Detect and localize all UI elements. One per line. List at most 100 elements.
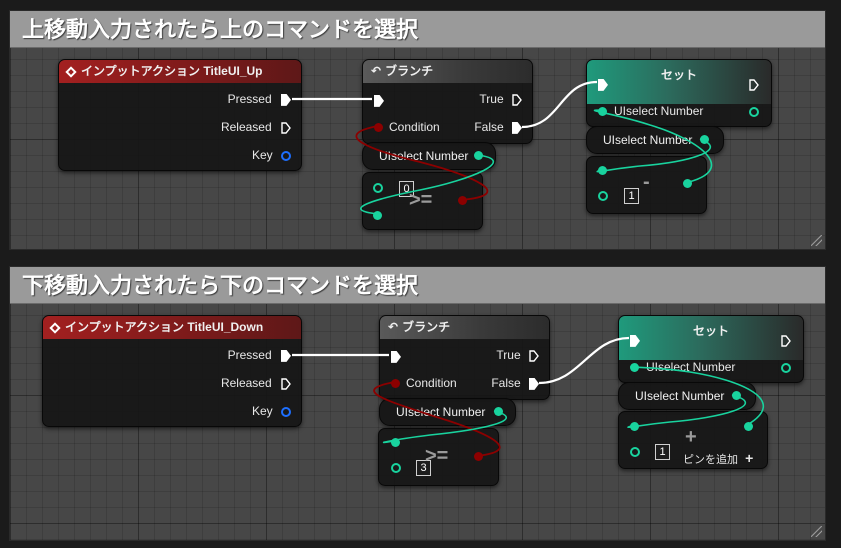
false-label: False — [491, 376, 521, 390]
released-exec-pin-icon[interactable] — [281, 122, 291, 134]
get-uiselect-number-node-up[interactable]: UIselect Number — [362, 142, 496, 170]
pressed-exec-pin-icon[interactable] — [281, 349, 291, 362]
pressed-pin-row[interactable]: Pressed — [228, 348, 291, 362]
pressed-label: Pressed — [227, 348, 272, 362]
false-exec-pin-icon[interactable] — [512, 121, 522, 134]
comment-title-up[interactable]: 上移動入力されたら上のコマンドを選択 — [10, 11, 825, 48]
branch-exec-in-pin-icon[interactable] — [374, 94, 384, 107]
add-pin-button[interactable]: ピンを追加 + — [683, 450, 753, 467]
compare-value-field[interactable]: 3 — [416, 460, 431, 476]
sub-in-a-pin-icon[interactable] — [598, 166, 607, 175]
set-var-row[interactable]: UIselect Number — [630, 360, 735, 374]
set-var-row[interactable]: UIselect Number — [598, 104, 703, 118]
set-node-down[interactable]: セット UIselect Number — [618, 315, 804, 383]
true-exec-pin-icon[interactable] — [529, 350, 539, 362]
subtract-node-up[interactable]: 1 - — [586, 156, 707, 214]
branch-icon: ↶ — [371, 64, 382, 78]
true-exec-pin-icon[interactable] — [512, 94, 522, 106]
set-title: セット — [692, 324, 729, 338]
set-var-out-pin-icon[interactable] — [749, 107, 759, 117]
set-var-in-pin-icon[interactable] — [630, 363, 639, 373]
false-exec-pin-icon[interactable] — [529, 377, 539, 390]
get-uiselect-number2-node-down[interactable]: UIselect Number — [618, 382, 756, 410]
sub-out-pin-icon[interactable] — [683, 179, 692, 188]
add-node-down[interactable]: 1 + ピンを追加 + — [618, 411, 768, 469]
add-in-a-pin-icon[interactable] — [630, 422, 639, 431]
compare-out-pin-icon[interactable] — [474, 452, 483, 461]
pressed-exec-pin-icon[interactable] — [281, 93, 291, 106]
input-action-title: インプットアクション TitleUI_Up — [81, 64, 263, 78]
set-node-up[interactable]: セット UIselect Number — [586, 59, 772, 127]
branch-node-up[interactable]: ↶ブランチ True Condition False — [362, 59, 533, 144]
compare-node-up[interactable]: 0 >= — [362, 172, 483, 230]
add-in-b-pin-icon[interactable] — [630, 447, 640, 457]
sub-value-field[interactable]: 1 — [624, 188, 639, 204]
compare-in-a-pin-icon[interactable] — [391, 438, 400, 447]
condition-pin-icon[interactable] — [391, 379, 400, 389]
branch-exec-in-pin-icon[interactable] — [391, 350, 401, 363]
branch-exec-in-row[interactable] — [391, 349, 401, 363]
set-header[interactable]: セット — [587, 60, 771, 104]
get-var-out-pin-icon[interactable] — [474, 151, 483, 160]
input-action-header[interactable]: インプットアクション TitleUI_Down — [43, 316, 301, 339]
add-value-field[interactable]: 1 — [655, 444, 670, 460]
sub-in-b-pin-icon[interactable] — [598, 191, 608, 201]
key-pin-row[interactable]: Key — [252, 148, 291, 162]
released-label: Released — [220, 376, 272, 390]
branch-false-row[interactable]: False — [491, 376, 539, 390]
get-uiselect-number2-node-up[interactable]: UIselect Number — [586, 126, 724, 154]
branch-true-row[interactable]: True — [479, 92, 522, 106]
get-uiselect-number-node-down[interactable]: UIselect Number — [379, 398, 516, 426]
branch-true-row[interactable]: True — [496, 348, 539, 362]
condition-label: Condition — [406, 376, 457, 390]
pressed-pin-row[interactable]: Pressed — [228, 92, 291, 106]
set-exec-out-row[interactable] — [749, 77, 759, 91]
set-var-label: UIselect Number — [646, 360, 736, 374]
key-pin-row[interactable]: Key — [252, 404, 291, 418]
comment-title-down[interactable]: 下移動入力されたら下のコマンドを選択 — [10, 267, 825, 304]
condition-row[interactable]: Condition — [374, 120, 440, 134]
set-exec-in-row[interactable] — [598, 77, 608, 91]
set-var-out-pin-icon[interactable] — [781, 363, 791, 373]
branch-title: ブランチ — [385, 64, 434, 78]
branch-header[interactable]: ↶ブランチ — [380, 316, 549, 339]
released-pin-row[interactable]: Released — [221, 376, 291, 390]
set-var-in-pin-icon[interactable] — [598, 107, 607, 117]
compare-in-b-pin-icon[interactable] — [391, 463, 401, 473]
compare-out-pin-icon[interactable] — [458, 196, 467, 205]
pressed-label: Pressed — [227, 92, 272, 106]
released-exec-pin-icon[interactable] — [281, 378, 291, 390]
condition-pin-icon[interactable] — [374, 123, 383, 133]
released-pin-row[interactable]: Released — [221, 120, 291, 134]
get-var-out-pin-icon[interactable] — [494, 407, 503, 416]
compare-node-down[interactable]: 3 >= — [378, 428, 499, 486]
key-pin-icon[interactable] — [281, 406, 291, 417]
branch-header[interactable]: ↶ブランチ — [363, 60, 532, 83]
input-action-node-up[interactable]: インプットアクション TitleUI_Up Pressed Released K… — [58, 59, 302, 171]
input-action-node-down[interactable]: インプットアクション TitleUI_Down Pressed Released… — [42, 315, 302, 427]
resize-handle-icon[interactable] — [811, 526, 822, 537]
set-exec-in-pin-icon[interactable] — [630, 334, 640, 347]
set-exec-in-row[interactable] — [630, 333, 640, 347]
get-var2-label: UIselect Number — [603, 133, 693, 147]
add-out-pin-icon[interactable] — [744, 422, 753, 431]
set-header[interactable]: セット — [619, 316, 803, 360]
get-var2-out-pin-icon[interactable] — [732, 391, 741, 400]
set-exec-out-pin-icon[interactable] — [781, 335, 791, 347]
set-exec-out-row[interactable] — [781, 333, 791, 347]
get-var2-label: UIselect Number — [635, 389, 725, 403]
compare-in-a-pin-icon[interactable] — [373, 183, 383, 193]
set-var-label: UIselect Number — [614, 104, 704, 118]
key-pin-icon[interactable] — [281, 150, 291, 161]
set-exec-out-pin-icon[interactable] — [749, 79, 759, 91]
input-action-header[interactable]: インプットアクション TitleUI_Up — [59, 60, 301, 83]
condition-row[interactable]: Condition — [391, 376, 457, 390]
branch-node-down[interactable]: ↶ブランチ True Condition False — [379, 315, 550, 400]
set-exec-in-pin-icon[interactable] — [598, 78, 608, 91]
get-var2-out-pin-icon[interactable] — [700, 135, 709, 144]
branch-exec-in-row[interactable] — [374, 93, 384, 107]
branch-false-row[interactable]: False — [474, 120, 522, 134]
compare-in-b-pin-icon[interactable] — [373, 211, 382, 220]
input-action-title: インプットアクション TitleUI_Down — [65, 320, 264, 334]
resize-handle-icon[interactable] — [811, 235, 822, 246]
